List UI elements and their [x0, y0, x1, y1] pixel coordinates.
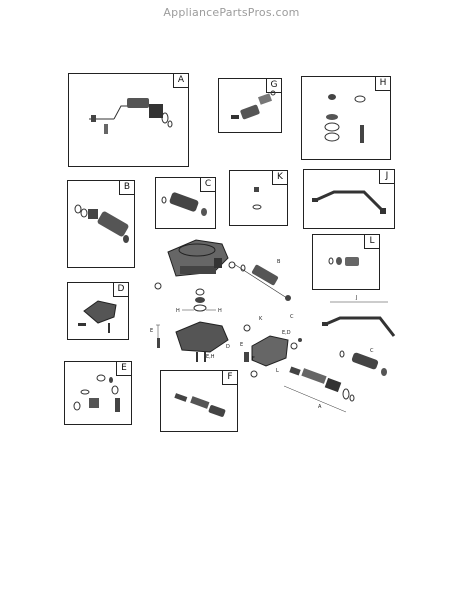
- inset-label-a: A: [173, 74, 188, 88]
- callout-d: D: [226, 344, 230, 350]
- inset-label-b: B: [119, 181, 134, 195]
- ref-circle: [228, 261, 236, 269]
- ref-circle: [243, 324, 251, 332]
- callout-k: K: [259, 316, 263, 322]
- callout-j: J: [355, 295, 357, 301]
- inset-label-g: G: [266, 79, 281, 93]
- inset-k-parts: [252, 187, 262, 210]
- inset-label-l: L: [364, 235, 379, 249]
- extension-wand: [351, 352, 379, 370]
- inset-h-parts: [324, 94, 366, 143]
- inset-g: G: [218, 78, 282, 133]
- inset-f: F: [160, 370, 238, 432]
- callout-e-left: E: [150, 328, 153, 334]
- inset-e-parts: [73, 374, 120, 412]
- callout-eh: E,H: [206, 354, 215, 360]
- inset-label-c: C: [200, 178, 215, 192]
- ref-circle: [250, 370, 258, 378]
- callout-l: L: [276, 368, 279, 374]
- inset-label-e: E: [116, 362, 131, 376]
- inset-a-parts: [89, 98, 173, 134]
- inset-label-j: J: [379, 170, 394, 184]
- ref-circle: [154, 282, 162, 290]
- inset-f-parts: [174, 393, 226, 417]
- inset-j-parts: [312, 190, 386, 214]
- callout-e-right: E: [240, 342, 243, 348]
- discharge-hose: [325, 316, 396, 337]
- inset-l-parts: [328, 257, 359, 266]
- callout-b: B: [277, 259, 281, 265]
- inset-label-h: H: [375, 77, 390, 91]
- inset-label-k: K: [272, 171, 287, 185]
- inset-c: C: [155, 177, 216, 229]
- inset-a: A: [68, 73, 189, 167]
- callout-h-left: H: [176, 308, 180, 314]
- callout-c-lower: C: [370, 348, 374, 354]
- inset-c-parts: [161, 192, 207, 216]
- upper-housing: [167, 239, 229, 277]
- inset-label-f: F: [222, 371, 237, 385]
- site-watermark: AppliancePartsPros.com: [163, 6, 300, 19]
- callout-a: A: [318, 404, 322, 410]
- callout-f: F: [252, 356, 255, 362]
- callout-h-right: H: [218, 308, 222, 314]
- inset-d-parts: [78, 300, 117, 333]
- inset-b: B: [67, 180, 135, 268]
- inset-g-parts: [231, 90, 276, 120]
- inset-b-parts: [74, 204, 129, 243]
- inset-e: E: [64, 361, 132, 425]
- inset-d: D: [67, 282, 129, 340]
- inset-k: K: [229, 170, 288, 226]
- inset-label-d: D: [113, 283, 128, 297]
- inset-l: L: [312, 234, 380, 290]
- unloader-cylinder: [251, 264, 279, 286]
- inset-h: H: [301, 76, 391, 160]
- callout-c-upper: C: [290, 314, 294, 320]
- callout-ed: E,D: [282, 330, 291, 336]
- inset-j: J: [303, 169, 395, 229]
- piston-assembly: [289, 366, 355, 402]
